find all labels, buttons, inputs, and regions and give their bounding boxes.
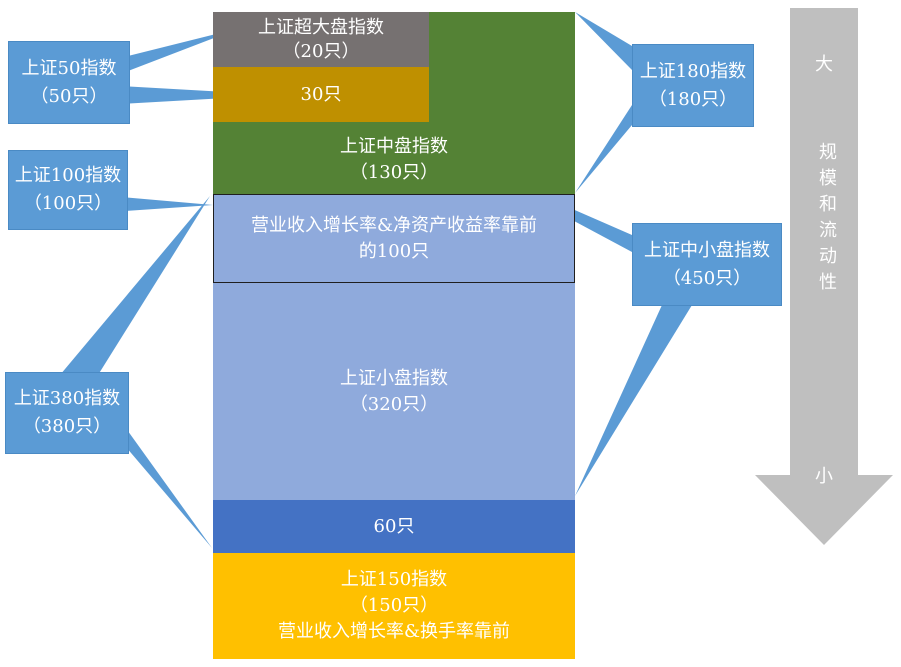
callout-sz-midsmall: 上证中小盘指数 （450只） — [632, 223, 782, 306]
sz380-pointer-lower — [120, 420, 212, 548]
block-small: 上证小盘指数 （320只） — [213, 283, 575, 500]
block-30: 30只 — [213, 67, 429, 122]
scale-arrow-top-label: 大 — [815, 54, 833, 75]
block-super-large-count: （20只） — [282, 40, 360, 62]
block-60: 60只 — [213, 500, 575, 553]
callout-sz100-count: （100只） — [23, 193, 113, 214]
callout-sz100-name: 上证100指数 — [14, 165, 122, 186]
callout-sz380-name: 上证380指数 — [13, 388, 121, 409]
sz180-pointer-upper — [575, 12, 632, 70]
block-30-label: 30只 — [300, 83, 342, 105]
callout-sz180-count: （180只） — [648, 88, 738, 110]
midsmall-pointer-lower — [575, 305, 692, 496]
callout-sz50: 上证50指数 （50只） — [8, 41, 130, 124]
sz180-pointer-lower — [575, 105, 632, 193]
block-sz150-name: 上证150指数 — [340, 569, 448, 590]
sz100-pointer — [110, 196, 213, 212]
sz50-pointer-upper — [120, 28, 240, 74]
block-sz150-note: 营业收入增长率&换手率靠前 — [277, 621, 511, 642]
block-60-label: 60只 — [373, 515, 415, 537]
scale-arrow-bottom-label: 小 — [815, 466, 833, 487]
callout-sz100: 上证100指数 （100只） — [8, 150, 128, 230]
block-super-large: 上证超大盘指数 （20只） — [213, 12, 429, 67]
callout-midsmall-name: 上证中小盘指数 — [644, 239, 770, 261]
block-growth-line2: 的100只 — [358, 240, 430, 262]
block-small-count: （320只） — [349, 393, 439, 415]
callout-sz380: 上证380指数 （380只） — [5, 372, 129, 454]
callout-sz180-name: 上证180指数 — [639, 60, 747, 82]
callout-sz180: 上证180指数 （180只） — [632, 44, 754, 127]
callout-sz380-count: （380只） — [22, 416, 112, 437]
scale-arrow-shape — [755, 8, 893, 545]
block-super-large-name: 上证超大盘指数 — [258, 16, 384, 38]
block-mid-count: （130只） — [349, 162, 439, 183]
block-growth-line1: 营业收入增长率&净资产收益率靠前 — [250, 214, 538, 236]
callout-sz50-count: （50只） — [30, 85, 108, 107]
scale-arrow-middle-label: 规模和流动性 — [816, 142, 837, 298]
block-sz150-count: （150只） — [349, 595, 439, 616]
block-sz150: 上证150指数 （150只） 营业收入增长率&换手率靠前 — [213, 553, 575, 659]
sz50-pointer-lower — [120, 86, 280, 104]
callout-midsmall-count: （450只） — [662, 267, 752, 289]
block-mid-name: 上证中盘指数 — [340, 136, 448, 157]
block-small-name: 上证小盘指数 — [340, 367, 448, 389]
block-growth-100: 营业收入增长率&净资产收益率靠前 的100只 — [213, 194, 575, 283]
sz380-pointer-upper — [60, 196, 210, 375]
callout-sz50-name: 上证50指数 — [21, 57, 117, 79]
